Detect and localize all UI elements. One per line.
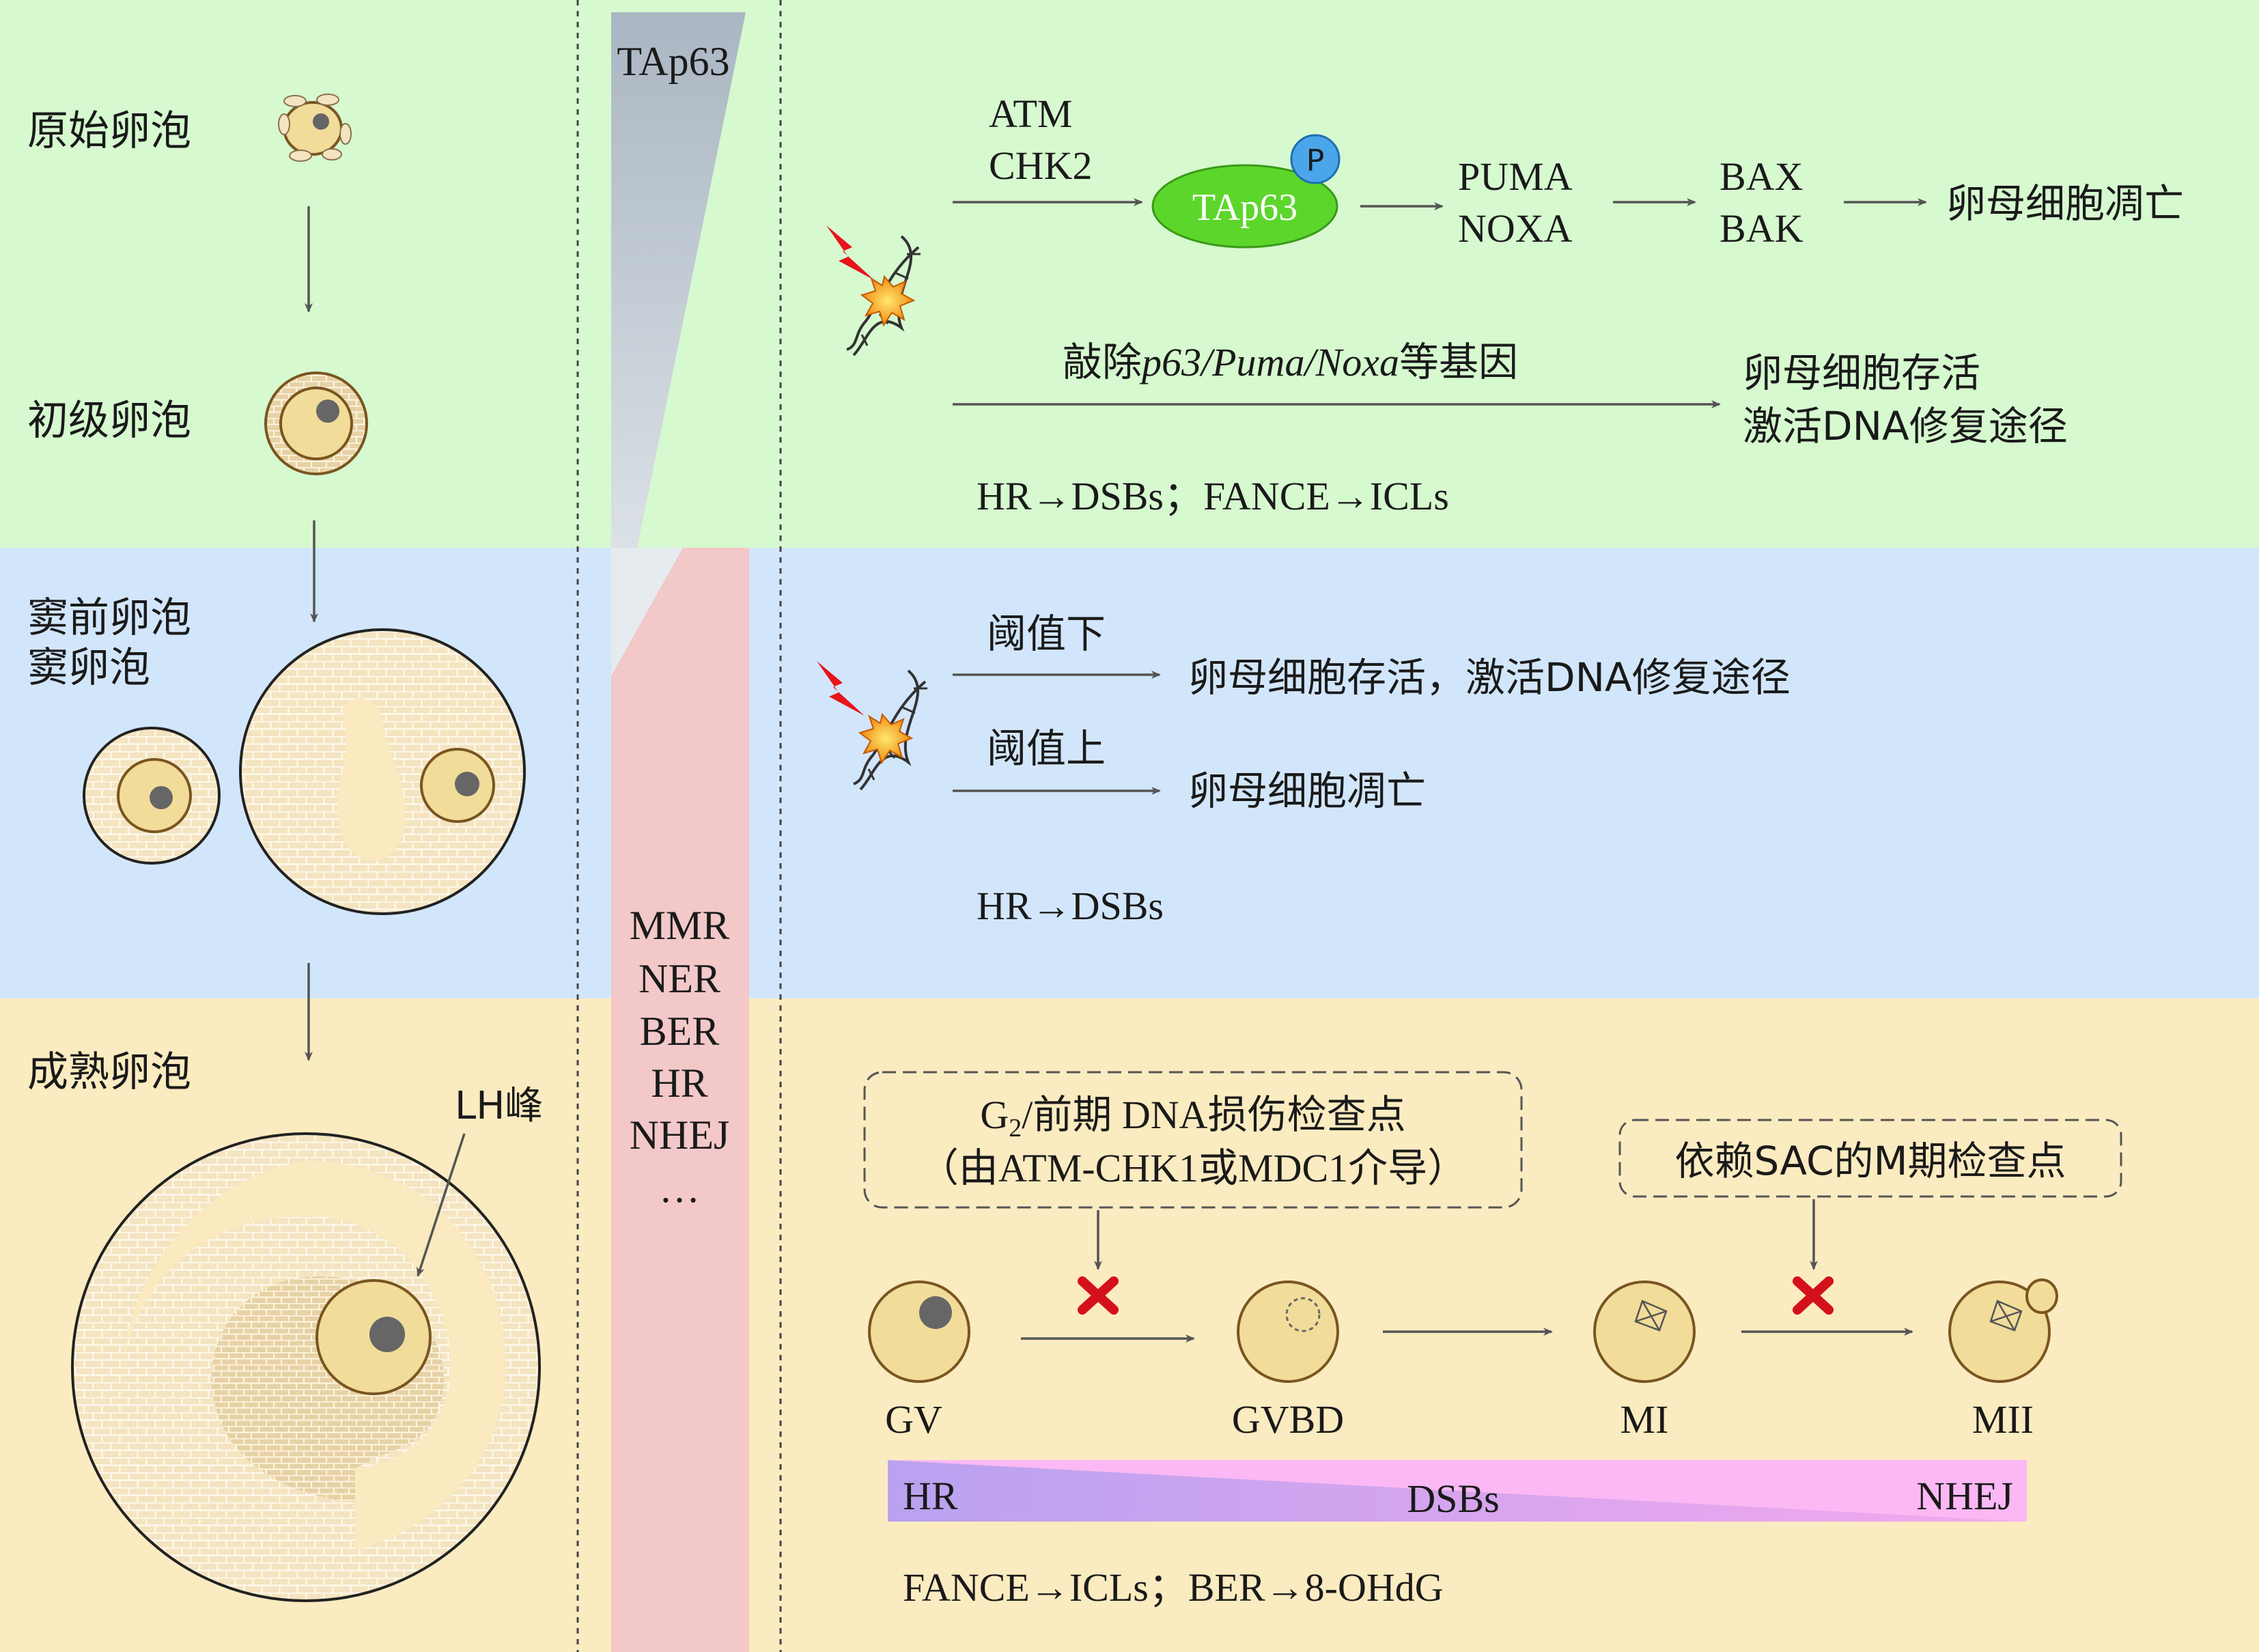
tap63-gradient-wedge bbox=[611, 12, 746, 676]
cross-sac-icon bbox=[1793, 1276, 1834, 1315]
dna-damage-icon-mid bbox=[817, 661, 927, 791]
antral-follicle-icon bbox=[239, 628, 526, 915]
top-repair-note: HR→DSBs；FANCE→ICLs bbox=[977, 474, 1449, 518]
repair-pathway-bar bbox=[611, 548, 749, 1652]
effector-bak: BAK bbox=[1720, 206, 1804, 251]
green-band bbox=[0, 0, 2259, 548]
kinase-atm: ATM bbox=[989, 92, 1072, 136]
cross-g2-icon bbox=[1078, 1276, 1119, 1315]
gradient-dsbs-label: DSBs bbox=[1407, 1476, 1499, 1521]
effector-bax: BAX bbox=[1720, 154, 1803, 199]
tap63-label: TAp63 bbox=[617, 39, 729, 84]
repair-pathway-list: MMR NER BER HR NHEJ … bbox=[630, 903, 730, 1211]
pathway-ber: BER bbox=[640, 1009, 720, 1054]
bottom-repair-note: FANCE→ICLs；BER→8-OHdG bbox=[903, 1565, 1444, 1610]
stage-gvbd-label: GVBD bbox=[1232, 1397, 1344, 1442]
gradient-hr-label: HR bbox=[903, 1474, 958, 1518]
phospho-label: P bbox=[1306, 143, 1325, 178]
stage-primary-label: 初级卵泡 bbox=[27, 397, 191, 445]
oocyte-mi-icon bbox=[1593, 1280, 1696, 1383]
tap63-node: TAp63 bbox=[1151, 164, 1338, 249]
below-threshold-outcome: 卵母细胞存活，激活DNA修复途径 bbox=[1188, 654, 1791, 701]
outcome-apoptosis-top: 卵母细胞凋亡 bbox=[1946, 180, 2184, 227]
gradient-nhej-label: NHEJ bbox=[1916, 1474, 2013, 1518]
mature-follicle-icon bbox=[71, 1132, 541, 1602]
knockout-label: 敲除p63/Puma/Noxa等基因 bbox=[1063, 339, 1518, 385]
hr-nhej-gradient-bar bbox=[888, 1460, 2027, 1522]
stage-mii-label: MII bbox=[1972, 1397, 2034, 1442]
stage-antral-label: 窦卵泡 bbox=[27, 644, 150, 692]
checkpoint-g2-box bbox=[863, 1071, 1523, 1209]
oocyte-mii-icon bbox=[1948, 1278, 2058, 1383]
stage-gv-label: GV bbox=[885, 1397, 942, 1442]
above-threshold-outcome: 卵母细胞凋亡 bbox=[1188, 768, 1426, 814]
pathway-hr: HR bbox=[651, 1061, 707, 1106]
kinase-chk2: CHK2 bbox=[989, 143, 1092, 188]
primordial-follicle-icon bbox=[278, 94, 352, 162]
outcome-survival-line1: 卵母细胞存活 bbox=[1743, 350, 1980, 396]
pathway-mmr: MMR bbox=[630, 903, 730, 948]
dna-damage-icon-top bbox=[826, 225, 921, 356]
lh-surge-label: LH峰 bbox=[455, 1084, 543, 1128]
preantral-follicle-icon bbox=[83, 727, 221, 865]
stage-mi-label: MI bbox=[1620, 1397, 1669, 1442]
below-threshold-label: 阈值下 bbox=[987, 611, 1106, 657]
checkpoint-sac-box bbox=[1618, 1119, 2122, 1198]
lh-surge-arrow bbox=[417, 1133, 466, 1277]
target-noxa: NOXA bbox=[1458, 206, 1573, 251]
oocyte-gvbd-icon bbox=[1237, 1280, 1339, 1383]
checkpoint-g2-line1: G2/前期 DNA损伤检查点 bbox=[980, 1093, 1405, 1143]
oocyte-gv-icon bbox=[868, 1280, 970, 1383]
primary-follicle-icon bbox=[264, 372, 368, 475]
pathway-more: … bbox=[659, 1166, 700, 1211]
checkpoint-sac-label: 依赖SAC的M期检查点 bbox=[1674, 1138, 2066, 1184]
target-puma: PUMA bbox=[1458, 154, 1573, 199]
pathway-ner: NER bbox=[639, 956, 720, 1001]
stage-preantral-label: 窦前卵泡 bbox=[27, 594, 191, 642]
tap63-wedge-tip bbox=[611, 548, 683, 676]
checkpoint-g2-line2: （由ATM-CHK1或MDC1介导） bbox=[919, 1146, 1467, 1190]
phospho-badge: P bbox=[1290, 134, 1341, 184]
mid-repair-note: HR→DSBs bbox=[977, 884, 1164, 928]
stage-primordial-label: 原始卵泡 bbox=[27, 107, 191, 155]
above-threshold-label: 阈值上 bbox=[987, 725, 1106, 772]
pathway-nhej: NHEJ bbox=[630, 1112, 730, 1158]
tap63-node-label: TAp63 bbox=[1192, 186, 1297, 229]
outcome-survival-line2: 激活DNA修复途径 bbox=[1743, 403, 2068, 449]
stage-mature-label: 成熟卵泡 bbox=[27, 1048, 191, 1096]
